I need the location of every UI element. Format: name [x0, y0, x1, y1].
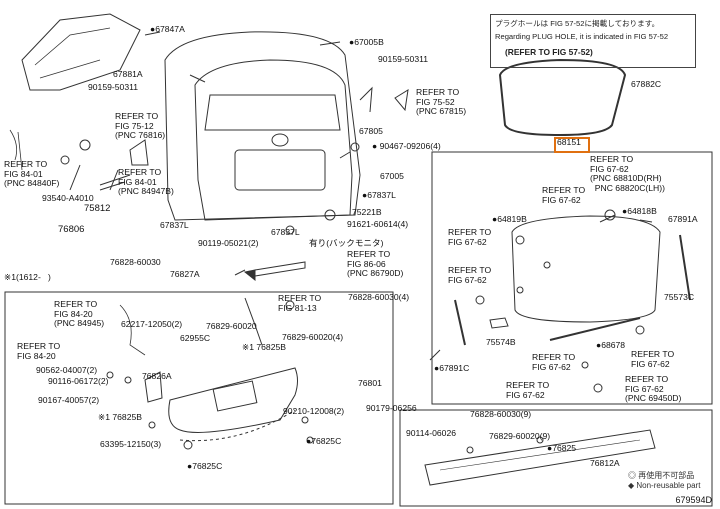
weatherstrip-67881a [164, 31, 361, 221]
part-label-67837l[interactable]: 67837L [271, 227, 300, 237]
bracket-part-67847a [21, 13, 141, 91]
ref-fig-67-62[interactable]: REFER TO FIG 67-62 (PNC 69450D) [625, 374, 682, 403]
part-label-62955c[interactable]: 62955C [180, 333, 211, 343]
part-label-90159-50311[interactable]: 90159-50311 [378, 54, 429, 64]
ref-fig-84-01[interactable]: REFER TO FIG 84-01 (PNC 84947B) [118, 167, 174, 196]
glass-seal-67882c [498, 58, 627, 137]
back-door-panel [194, 59, 353, 221]
part-label-76812a[interactable]: 76812A [590, 458, 620, 468]
selected-part-highlight [554, 137, 590, 153]
ref-fig-84-01[interactable]: REFER TO FIG 84-01 (PNC 84840F) [4, 159, 60, 188]
part-label-64818b[interactable]: ●64818B [622, 206, 657, 216]
note-line-en: Regarding PLUG HOLE, it is indicated in … [495, 32, 669, 41]
part-label-90167-40057[interactable]: 90167-40057(2) [38, 395, 100, 405]
part-label-76829-60020[interactable]: 76829-60020(4) [282, 332, 344, 342]
part-label-67005b[interactable]: ●67005B [349, 37, 384, 47]
license-recess [234, 149, 326, 191]
part-label-90210-12008[interactable]: 90210-12008(2) [283, 406, 345, 416]
part-label-76825b[interactable]: ※1 76825B [242, 342, 286, 352]
garnish-group-box [4, 291, 394, 505]
part-label-75221b[interactable]: 75221B [352, 207, 382, 217]
part-label-67005[interactable]: 67005 [380, 171, 404, 181]
part-label-67837l[interactable]: 67837L [160, 220, 189, 230]
part-label-64819b[interactable]: ●64819B [492, 214, 527, 224]
part-label-76825c[interactable]: ●76825C [187, 461, 223, 471]
part-label-90119-05021[interactable]: 90119-05021(2) [198, 238, 259, 248]
part-label-67805[interactable]: 67805 [359, 126, 383, 136]
part-label-67891c[interactable]: ●67891C [434, 363, 470, 373]
part-label-67847a[interactable]: ●67847A [150, 24, 185, 34]
part-label-62217-12050[interactable]: 62217-12050(2) [121, 319, 183, 329]
part-label-67837l[interactable]: ●67837L [362, 190, 396, 200]
part-label-76829-60020[interactable]: 76829-60020(9) [489, 431, 551, 441]
part-label-90467-09206[interactable]: ● 90467-09206(4) [372, 141, 441, 151]
part-label-75812[interactable]: 75812 [84, 203, 111, 214]
part-label-76806[interactable]: 76806 [58, 224, 85, 235]
part-label-76827a[interactable]: 76827A [170, 269, 200, 279]
part-label-90116-06172[interactable]: 90116-06172(2) [48, 376, 109, 386]
ref-fig-75-12[interactable]: REFER TO FIG 75-12 (PNC 76816) [115, 111, 166, 140]
part-label-90114-06026[interactable]: 90114-06026 [406, 428, 457, 438]
part-label-93540-a4010[interactable]: 93540-A4010 [42, 193, 94, 203]
ref-fig-86-06[interactable]: REFER TO FIG 86-06 (PNC 86790D) [347, 249, 404, 278]
part-label-67891a[interactable]: 67891A [668, 214, 698, 224]
with-monitor-note: 有り(バックモニタ) [309, 238, 384, 248]
ref-fig-67-62[interactable]: REFER TO FIG 67-62 [448, 265, 492, 285]
back-glass [511, 215, 661, 323]
part-label-90159-50311[interactable]: 90159-50311 [88, 82, 139, 92]
part-label-90179-06256[interactable]: 90179-06256 [366, 403, 417, 413]
part-label-75573c[interactable]: 75573C [664, 292, 695, 302]
part-label-76801[interactable]: 76801 [358, 378, 382, 388]
ref-fig-67-62[interactable]: REFER TO FIG 67-62 [631, 349, 675, 369]
ref-fig-84-20[interactable]: REFER TO FIG 84-20 (PNC 84945) [54, 299, 105, 328]
moulding-76812a [424, 429, 656, 486]
non-reusable-note-en: ◆ Non-reusable part [628, 481, 701, 490]
part-label-63395-12150[interactable]: 63395-12150(3) [100, 439, 162, 449]
note-line-jp: プラグホールは FIG 57-52に掲載しております。 [495, 19, 660, 28]
part-label-75574b[interactable]: 75574B [486, 337, 516, 347]
ref-fig-67-62[interactable]: REFER TO FIG 67-62 [532, 352, 576, 372]
figure-number: 679594D [675, 495, 712, 505]
part-label-76825b[interactable]: ※1 76825B [98, 412, 142, 422]
part-label-76825[interactable]: ●76825 [547, 443, 577, 453]
moulding-group-box [399, 409, 713, 507]
part-label-76826a[interactable]: 76826A [142, 371, 172, 381]
plug-hole-note: プラグホールは FIG 57-52に掲載しております。 Regarding PL… [490, 14, 696, 68]
production-range-note: ※1(1612- ) [4, 272, 51, 282]
ref-fig-67-62[interactable]: REFER TO FIG 67-62 [448, 227, 492, 247]
note-line-ref[interactable]: (REFER TO FIG 57-52) [505, 47, 593, 57]
part-label-90562-04007[interactable]: 90562-04007(2) [36, 365, 98, 375]
part-label-68678[interactable]: ●68678 [596, 340, 626, 350]
ref-fig-81-13[interactable]: REFER TO FIG 81-13 [278, 293, 322, 313]
part-label-76828-60030[interactable]: 76828-60030(9) [470, 409, 532, 419]
non-reusable-note-jp: ◎ 再使用不可部品 [628, 471, 695, 480]
ref-fig-67-62[interactable]: REFER TO FIG 67-62 (PNC 68810D(RH) PNC 6… [590, 154, 665, 193]
part-label-68151[interactable]: 68151 [557, 137, 581, 147]
part-label-67882c[interactable]: 67882C [631, 79, 662, 89]
ref-fig-84-20[interactable]: REFER TO FIG 84-20 [17, 341, 61, 361]
part-label-76828-60030[interactable]: 76828-60030(4) [348, 292, 410, 302]
part-label-76825c[interactable]: ●76825C [306, 436, 342, 446]
part-label-76829-60020[interactable]: 76829-60020 [206, 321, 257, 331]
garnish-76801 [168, 367, 298, 433]
ref-fig-67-62[interactable]: REFER TO FIG 67-62 [542, 185, 586, 205]
part-label-76828-60030[interactable]: 76828-60030 [110, 257, 161, 267]
ref-fig-67-62[interactable]: REFER TO FIG 67-62 [506, 380, 550, 400]
part-label-91621-60614[interactable]: 91621-60614(4) [347, 219, 409, 229]
ref-fig-75-52[interactable]: REFER TO FIG 75-52 (PNC 67815) [416, 87, 467, 116]
part-label-67881a[interactable]: 67881A [113, 69, 143, 79]
door-glass-opening [204, 94, 341, 131]
